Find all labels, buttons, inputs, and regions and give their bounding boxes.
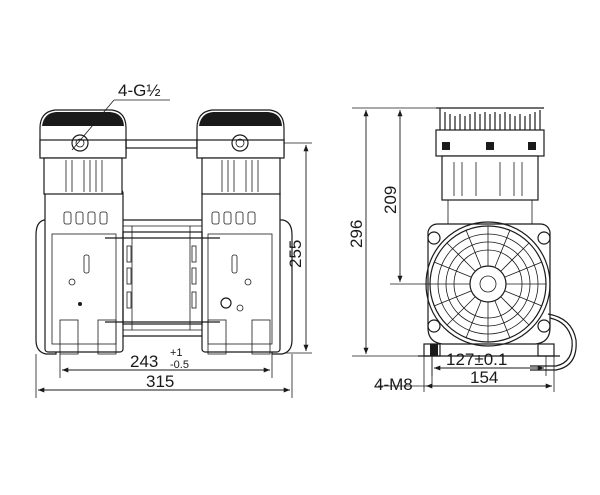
side-view: 296 209 127±0.1 154 4-M8	[347, 107, 577, 394]
power-cable	[530, 313, 577, 371]
overall-height-label: 296	[347, 220, 366, 248]
port-size-label: 4-G½	[118, 81, 161, 100]
mount-spacing-label: 127±0.1	[446, 350, 507, 369]
inner-width-tol-plus: +1	[170, 347, 183, 359]
side-cylinder-block	[441, 155, 539, 201]
bolt-label: 4-M8	[374, 375, 413, 394]
head-height-label: 209	[381, 186, 400, 214]
overall-width-label: 315	[146, 372, 174, 391]
front-view: 4-G½ 255 243 +1 -0.5 315	[35, 81, 312, 398]
foot-right	[537, 343, 555, 357]
inner-width-label: 243	[130, 352, 158, 371]
inner-width-tol-minus: -0.5	[170, 359, 189, 371]
left-cylinder	[39, 109, 127, 355]
base-width-label: 154	[470, 368, 498, 387]
height-label: 255	[286, 240, 305, 268]
right-cylinder	[196, 109, 285, 355]
motor-section	[105, 219, 220, 337]
right-end-cap	[271, 219, 293, 355]
side-head	[435, 107, 545, 157]
left-end-cap	[35, 219, 57, 355]
manifold-tube	[125, 139, 198, 149]
